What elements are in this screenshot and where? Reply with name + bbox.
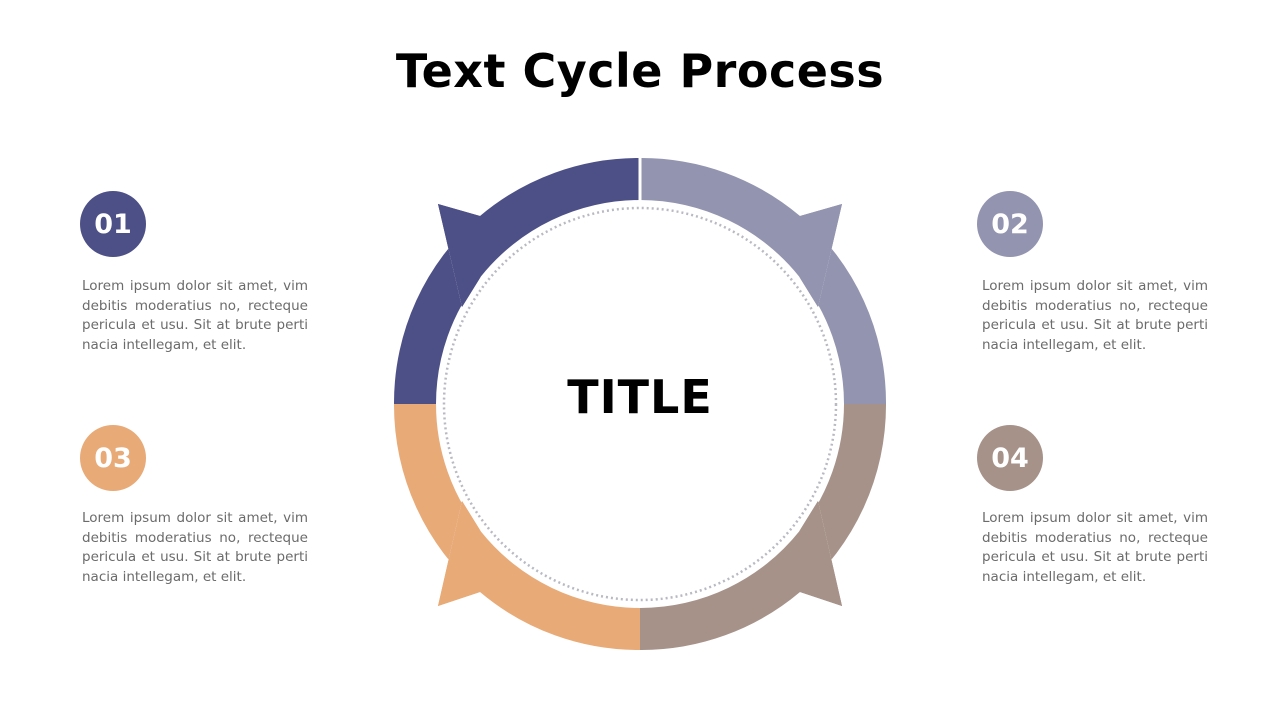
inner-disk — [438, 202, 842, 606]
step-number: 04 — [991, 442, 1029, 474]
slide-title: Text Cycle Process — [395, 44, 885, 98]
cycle-segment-03-lower — [438, 501, 640, 651]
cycle-segment-02-lower — [799, 204, 887, 404]
step-badge-03: 03 — [80, 425, 146, 491]
step-number: 03 — [94, 442, 132, 474]
step-badge-04: 04 — [977, 425, 1043, 491]
step-number: 02 — [991, 208, 1029, 240]
cycle-segment-02 — [640, 157, 842, 307]
step-badge-02: 02 — [977, 191, 1043, 257]
cycle-segment-04 — [799, 404, 887, 606]
cycle-segment-01 — [438, 157, 640, 307]
step-description-03: Lorem ipsum dolor sit amet, vim debitis … — [82, 510, 308, 585]
step-description-04: Lorem ipsum dolor sit amet, vim debitis … — [982, 510, 1208, 585]
step-description-02: Lorem ipsum dolor sit amet, vim debitis … — [982, 278, 1208, 353]
inner-dotted-ring — [442, 206, 838, 602]
cycle-segment-04-lower — [640, 501, 842, 651]
step-description-01: Lorem ipsum dolor sit amet, vim debitis … — [82, 278, 308, 353]
cycle-segment-03 — [393, 404, 481, 606]
cycle-segment-01-lower — [393, 204, 481, 404]
step-number: 01 — [94, 208, 132, 240]
step-badge-01: 01 — [80, 191, 146, 257]
center-title: TITLE — [567, 370, 713, 424]
